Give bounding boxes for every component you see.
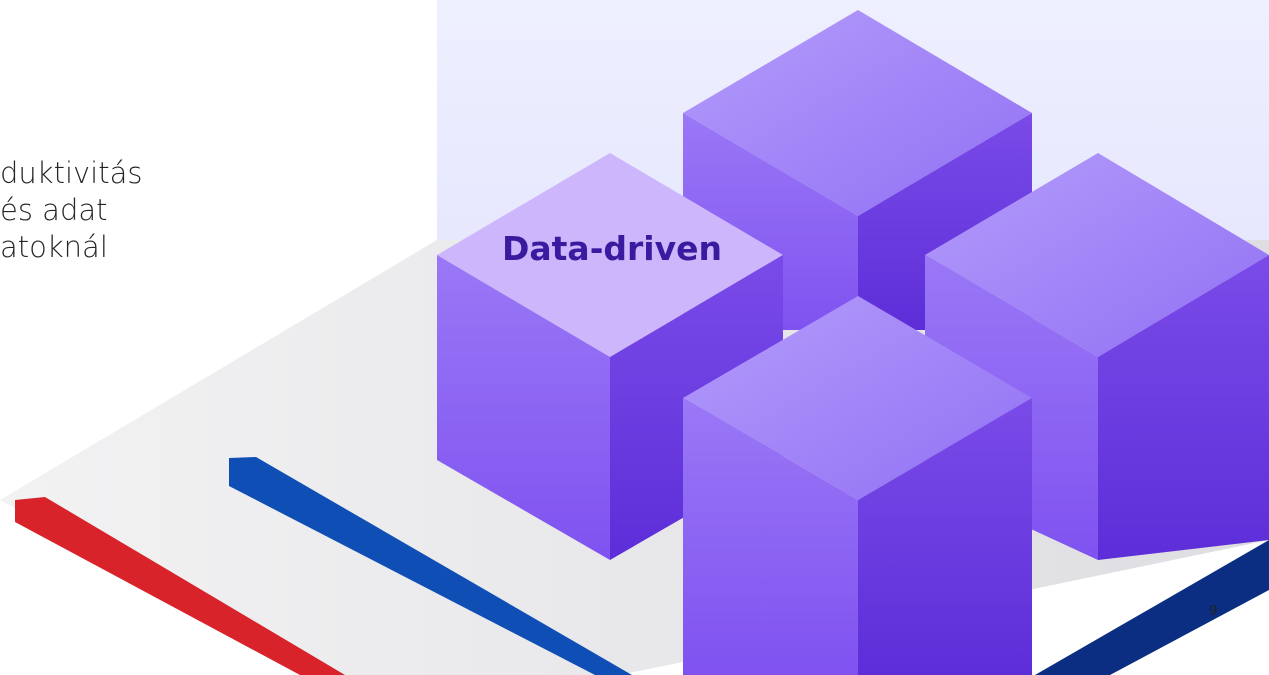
slide-body-text: duktivitás és adat atoknál [0, 155, 142, 266]
page-number: 9 [1209, 602, 1218, 619]
text-line-1: duktivitás [0, 156, 143, 190]
text-line-2: és adat [0, 193, 108, 227]
data-driven-label: Data-driven [502, 229, 722, 268]
blue-stripe [229, 457, 632, 675]
red-stripe [15, 497, 345, 675]
text-line-3: atoknál [0, 230, 108, 264]
navy-stripe [1035, 540, 1269, 675]
